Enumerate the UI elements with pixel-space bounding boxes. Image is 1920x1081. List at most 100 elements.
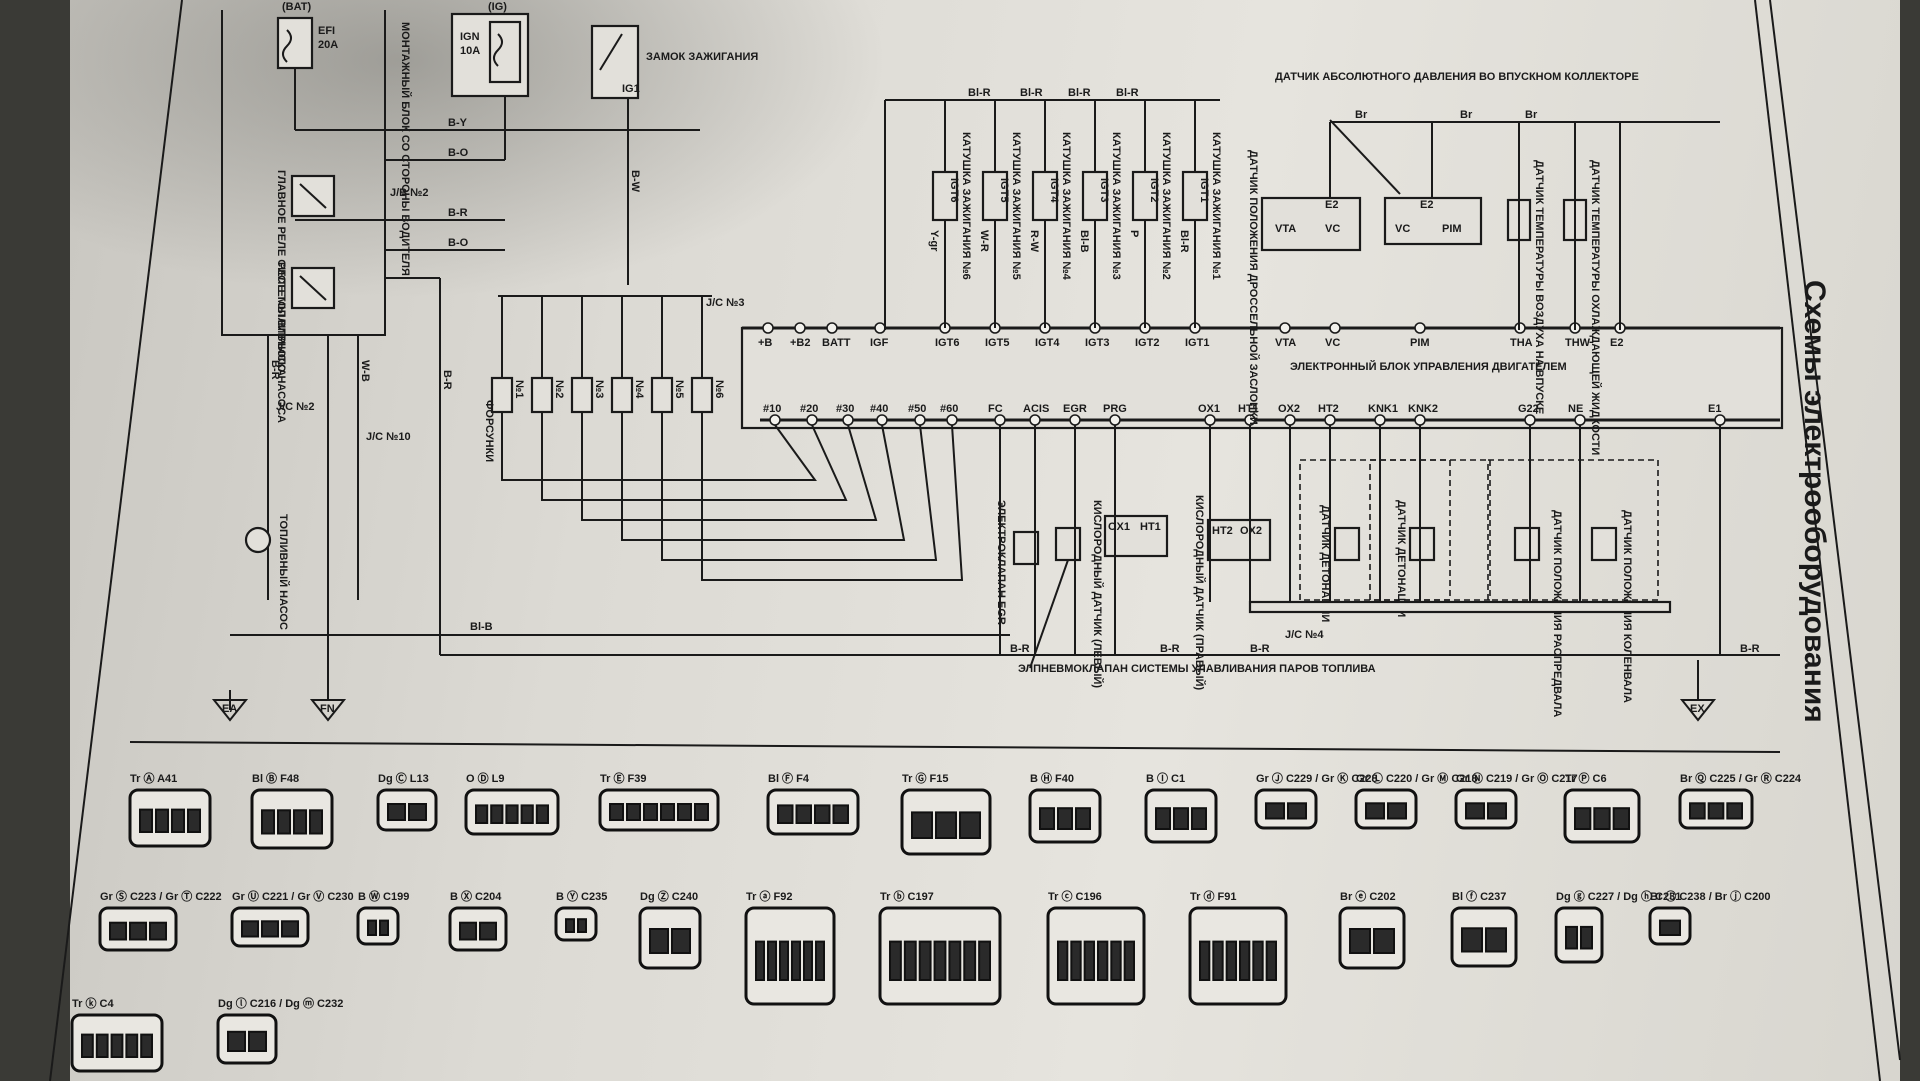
svg-text:10A: 10A: [460, 45, 480, 57]
connector: Bl ⓕ C237: [1450, 889, 1518, 968]
ecu-bottom-pin: [1714, 414, 1726, 426]
connector-pin: [649, 928, 669, 954]
ecu-bottom-pin-label: G22: [1518, 403, 1539, 415]
connector-pin: [277, 809, 291, 835]
ecu-bottom-pin: [1414, 414, 1426, 426]
connector-pin: [227, 1030, 246, 1053]
svg-text:IGN: IGN: [460, 31, 480, 43]
connector-pin: [281, 920, 299, 938]
connector-code: Bl Ⓕ F4: [768, 771, 810, 785]
svg-text:(BAT): (BAT): [282, 1, 311, 13]
svg-text:HT2: HT2: [1212, 525, 1233, 537]
connector-pin: [248, 1030, 267, 1053]
connector-pin: [777, 804, 794, 825]
connector-pin: [1574, 807, 1592, 831]
injector-label: №4: [633, 380, 645, 399]
svg-text:ДАТЧИК АБСОЛЮТНОГО ДАВЛЕНИЯ ВО: ДАТЧИК АБСОЛЮТНОГО ДАВЛЕНИЯ ВО ВПУСКНОМ …: [1275, 71, 1639, 83]
connector-pin: [935, 811, 957, 840]
connector-pin: [1070, 940, 1082, 981]
connector-code: Gr Ⓛ C220 / Gr Ⓜ C218: [1356, 771, 1478, 785]
connector: Dg Ⓩ C240: [638, 889, 702, 970]
connector: B Ⓘ C1: [1144, 771, 1218, 844]
connector-pin: [815, 940, 825, 981]
injector-box: [490, 376, 514, 414]
connector-pin: [1487, 802, 1507, 820]
o2-sensor-left: OX1 HT1 КИСЛОРОДНЫЙ ДАТЧИК (ЛЕВЫЙ): [1091, 500, 1169, 688]
ecu-bottom-pin: [994, 414, 1006, 426]
throttle-sensor: VTA VC E2 ДАТЧИК ПОЛОЖЕНИЯ ДРОССЕЛЬНОЙ З…: [1247, 150, 1362, 425]
knock-sensor-1: ДАТЧИК ДЕТОНАЦИИ: [1299, 459, 1451, 622]
ecu-top-pin-label: VC: [1325, 337, 1340, 349]
ecu-top-pin-label: IGF: [870, 337, 889, 349]
connector: B Ⓨ C235: [554, 889, 607, 942]
svg-text:B-Y: B-Y: [448, 117, 468, 129]
page-border-right-outer: [1769, 0, 1901, 1061]
connector-pin: [479, 921, 497, 941]
connector-pin: [241, 920, 259, 938]
injector-loop: [621, 424, 906, 541]
connector-pin: [520, 804, 534, 825]
coil-term: IGT1: [1198, 178, 1210, 202]
connector-pin: [1191, 807, 1207, 831]
connector-pin: [1287, 802, 1307, 820]
svg-text:IG1: IG1: [622, 83, 640, 95]
connector: Tr ⓓ F91: [1188, 889, 1288, 1006]
connector-pin: [171, 808, 185, 833]
ecu-top-pin-label: VTA: [1275, 337, 1296, 349]
connector-pin: [694, 803, 709, 821]
connector-code: Gr Ⓙ C229 / Gr Ⓚ C228: [1256, 771, 1378, 785]
connector-body: [448, 906, 508, 952]
connector-pin: [261, 809, 275, 835]
ecu-bottom-pin: [842, 414, 854, 426]
connector-body: [356, 906, 400, 946]
coil-box: [1081, 170, 1109, 222]
coil-wire-label: W-R: [978, 230, 990, 252]
knock-sensor-2: ДАТЧИК ДЕТОНАЦИИ: [1369, 459, 1491, 617]
connector-pin: [911, 811, 933, 840]
connector: Tr ⓑ C197: [878, 889, 1002, 1006]
connector-pin: [677, 803, 692, 821]
connector-pin: [1461, 927, 1483, 953]
connector-pin: [535, 804, 549, 825]
intake-air-temp-sensor: ДАТЧИК ТЕМПЕРАТУРЫ ВОЗДУХА НА ВПУСКЕ: [1506, 122, 1545, 414]
svg-text:FN: FN: [320, 703, 335, 715]
injector-box: [610, 376, 634, 414]
injector-loop: [701, 424, 964, 581]
connector-pin: [110, 1033, 124, 1058]
connector-pin: [948, 940, 962, 981]
connector: Gr Ⓤ C221 / Gr Ⓥ C230: [230, 889, 354, 948]
ecu-top-pin-label: PIM: [1410, 337, 1430, 349]
connector-code: Tr Ⓖ F15: [902, 771, 948, 785]
ecu-top-pin-label: E2: [1610, 337, 1623, 349]
ecu-top-pin: [874, 322, 886, 334]
cam-sensor: ДАТЧИК ПОЛОЖЕНИЯ РАСПРЕДВАЛА: [1487, 459, 1659, 717]
connector-pin: [129, 921, 147, 941]
coil-label: КАТУШКА ЗАЖИГАНИЯ №2: [1160, 132, 1172, 280]
ecu-bottom-pin-label: #20: [800, 403, 818, 415]
connector: Br ⓔ C202: [1338, 889, 1406, 970]
svg-text:J/C №3: J/C №3: [706, 297, 745, 309]
connector-pin: [459, 921, 477, 941]
connector-pin: [1039, 807, 1055, 831]
injector-loop: [661, 424, 938, 561]
connector-pin: [791, 940, 801, 981]
svg-text:B-R: B-R: [1160, 643, 1180, 655]
connector-code: Tr ⓐ F92: [746, 889, 792, 903]
connector-pin: [95, 1033, 109, 1058]
coil-wire-label: Y-gr: [928, 230, 940, 252]
connector-pin: [795, 804, 812, 825]
connector: Br ⓘ C238 / Br ⓙ C200: [1648, 889, 1770, 946]
svg-text:ЗАМОК ЗАЖИГАНИЯ: ЗАМОК ЗАЖИГАНИЯ: [646, 51, 758, 63]
ground-fn: FN: [309, 699, 347, 722]
ecu-bottom-pin: [876, 414, 888, 426]
connector-pin: [475, 804, 489, 825]
connector-pin: [1083, 940, 1095, 981]
svg-text:B-R: B-R: [1010, 643, 1030, 655]
svg-text:EA: EA: [222, 703, 237, 715]
connector-pin: [1097, 940, 1109, 981]
